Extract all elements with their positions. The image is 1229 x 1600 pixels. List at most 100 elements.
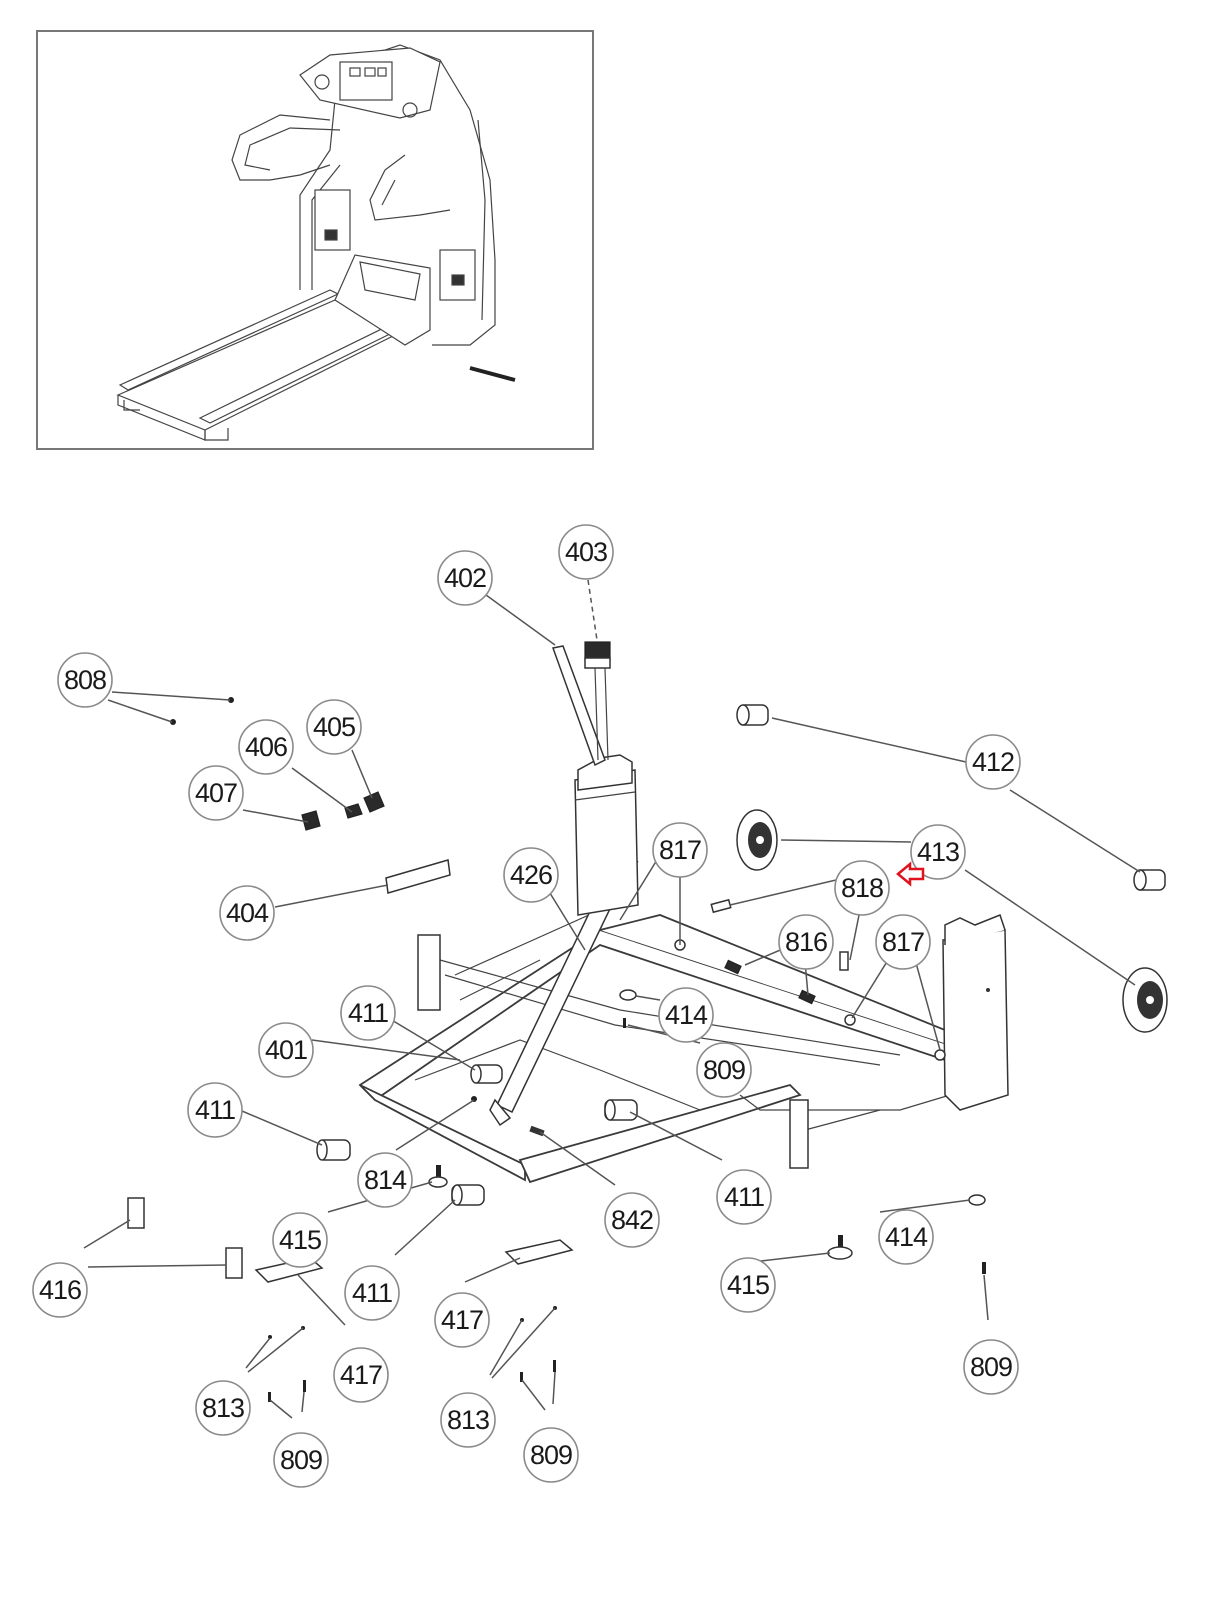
callout-417-right[interactable]: 417 (434, 1292, 490, 1348)
frame-post-left (417, 934, 441, 1011)
callout-label: 413 (917, 837, 959, 867)
upright-column-left (574, 769, 639, 916)
callout-label: 417 (340, 1360, 382, 1390)
bushing-411-d (451, 1184, 485, 1206)
callout-label: 411 (724, 1182, 764, 1212)
callout-414-lower[interactable]: 414 (878, 1209, 934, 1265)
end-cap-416-b (225, 1247, 243, 1279)
end-cap-416-a (127, 1197, 145, 1229)
callout-412[interactable]: 412 (965, 734, 1021, 790)
callout-label: 411 (195, 1095, 235, 1125)
screw-809-d (303, 1380, 306, 1392)
callout-809-left[interactable]: 809 (273, 1432, 329, 1488)
callout-403[interactable]: 403 (558, 524, 614, 580)
label-plate-404 (385, 859, 451, 894)
callout-809-mid[interactable]: 809 (523, 1427, 579, 1483)
roller-cap-412-a (736, 704, 769, 726)
screw-809-e (520, 1372, 523, 1382)
callout-816[interactable]: 816 (778, 914, 834, 970)
callout-411-left[interactable]: 411 (187, 1082, 243, 1138)
callout-label: 808 (64, 665, 106, 695)
callout-label: 842 (611, 1205, 653, 1235)
callout-label: 818 (841, 873, 883, 903)
bolt-818-a (710, 898, 732, 914)
screw-809-b (982, 1262, 986, 1274)
callout-426[interactable]: 426 (503, 847, 559, 903)
pad-414-a (619, 989, 637, 1001)
bushing-411-b (316, 1139, 351, 1161)
callout-label: 809 (970, 1352, 1012, 1382)
spacer-816-a (724, 959, 742, 975)
callout-label: 401 (265, 1035, 307, 1065)
callout-401[interactable]: 401 (258, 1022, 314, 1078)
overview-inset (36, 30, 594, 450)
cap-407 (301, 810, 321, 831)
callout-416[interactable]: 416 (32, 1262, 88, 1318)
callout-label: 412 (972, 747, 1014, 777)
callout-label: 415 (727, 1270, 769, 1300)
callout-411-upper[interactable]: 411 (340, 985, 396, 1041)
screw-808-b (170, 719, 176, 725)
callout-411-right[interactable]: 411 (716, 1169, 772, 1225)
callout-406[interactable]: 406 (238, 719, 294, 775)
cap-405 (363, 791, 385, 813)
callout-813-left[interactable]: 813 (195, 1380, 251, 1436)
screw-809-c (268, 1392, 271, 1402)
callout-817-lower[interactable]: 817 (875, 914, 931, 970)
callout-402[interactable]: 402 (437, 550, 493, 606)
left-arrow-icon (896, 861, 925, 887)
callout-label: 809 (530, 1440, 572, 1470)
callout-label: 809 (703, 1055, 745, 1085)
wheel-413-b (1122, 967, 1168, 1033)
foot-415-a (428, 1165, 448, 1188)
callout-label: 411 (348, 998, 388, 1028)
bolt-818-b (839, 951, 849, 971)
pad-414-b (968, 1194, 986, 1206)
view-arrow-icon (469, 366, 516, 382)
cap-406 (344, 803, 363, 819)
frame-left-rail (359, 1084, 526, 1182)
callout-808[interactable]: 808 (57, 652, 113, 708)
base-frame-assembly (127, 641, 1168, 1402)
callout-label: 414 (885, 1222, 928, 1252)
spacer-816-b (798, 989, 816, 1005)
callout-label: 411 (352, 1278, 392, 1308)
treadmill-illustration (116, 44, 516, 441)
callout-813-right[interactable]: 813 (440, 1392, 496, 1448)
callout-411-lower[interactable]: 411 (344, 1265, 400, 1321)
callouts: 402 403 808 406 405 407 404 412 413 817 … (32, 524, 1021, 1488)
frame-post-front (789, 1099, 809, 1169)
callout-809-upper[interactable]: 809 (696, 1042, 752, 1098)
foot-415-b (827, 1235, 853, 1260)
callout-818[interactable]: 818 (834, 860, 890, 916)
callout-817-upper[interactable]: 817 (652, 822, 708, 878)
callout-label: 405 (313, 712, 355, 742)
callout-415-upper[interactable]: 415 (272, 1212, 328, 1268)
callout-label: 817 (659, 835, 701, 865)
callout-814[interactable]: 814 (357, 1152, 413, 1208)
callout-414-upper[interactable]: 414 (658, 987, 714, 1043)
callout-407[interactable]: 407 (188, 765, 244, 821)
wire-cable-402 (552, 645, 606, 767)
upright-column-right (942, 929, 1009, 1111)
callout-label: 407 (195, 778, 237, 808)
callout-label: 817 (882, 927, 924, 957)
callout-413[interactable]: 413 (910, 824, 966, 880)
callout-842[interactable]: 842 (604, 1192, 660, 1248)
frame-front-rail (518, 1083, 802, 1184)
screw-808-a (228, 697, 234, 703)
screw-813-a (268, 1335, 272, 1339)
callout-label: 404 (226, 898, 269, 928)
callout-label: 813 (447, 1405, 489, 1435)
callout-405[interactable]: 405 (306, 699, 362, 755)
callout-417-left[interactable]: 417 (333, 1347, 389, 1403)
callout-label: 414 (665, 1000, 708, 1030)
callout-404[interactable]: 404 (219, 885, 275, 941)
callout-415-lower[interactable]: 415 (720, 1257, 776, 1313)
bushing-411-c (604, 1099, 638, 1121)
callout-label: 809 (280, 1445, 322, 1475)
roller-cap-412-b (1133, 869, 1166, 891)
bolt-842 (529, 1125, 545, 1137)
callout-809-right[interactable]: 809 (963, 1339, 1019, 1395)
